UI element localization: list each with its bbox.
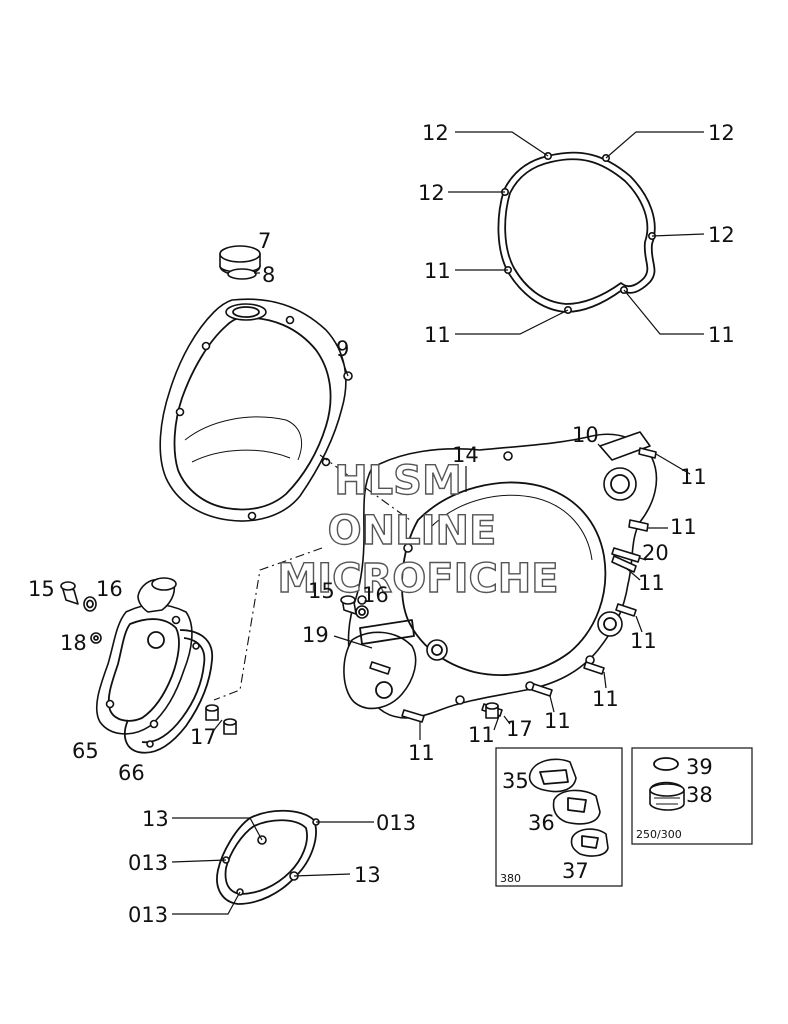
callout-39: 39 (686, 755, 713, 779)
callout-8: 8 (262, 263, 275, 287)
callout-013-b: 013 (128, 851, 168, 875)
callout-11-c: 11 (708, 323, 735, 347)
callout-11-d: 11 (680, 465, 707, 489)
callout-14: 14 (452, 443, 479, 467)
callout-11-i: 11 (544, 709, 571, 733)
callout-11-a: 11 (424, 259, 451, 283)
dowel-pins (205, 702, 499, 735)
drain-screw-left (60, 581, 102, 644)
callout-16-b: 16 (362, 583, 389, 607)
callout-37: 37 (562, 859, 589, 883)
leader-lines (171, 131, 705, 915)
callout-17-a: 17 (190, 725, 217, 749)
callout-17-b: 17 (506, 717, 533, 741)
callout-9: 9 (336, 337, 349, 361)
callout-20: 20 (642, 541, 669, 565)
callout-11-g: 11 (630, 629, 657, 653)
callout-38: 38 (686, 783, 713, 807)
watermark-line-3: MICROFICHE (277, 556, 558, 602)
callout-013-c: 013 (128, 903, 168, 927)
callout-12-b: 12 (708, 121, 735, 145)
callout-16-a: 16 (96, 577, 123, 601)
water-pump-gasket (123, 629, 213, 754)
callout-labels: 12 12 12 12 11 11 11 7 8 9 14 10 11 11 2… (28, 121, 735, 927)
callout-12-d: 12 (708, 223, 735, 247)
callout-11-f: 11 (638, 571, 665, 595)
callout-11-e: 11 (670, 515, 697, 539)
callout-013-a: 013 (376, 811, 416, 835)
callout-35: 35 (502, 769, 529, 793)
callout-11-j: 11 (468, 723, 495, 747)
assembly-line-2 (213, 547, 323, 701)
callout-15-a: 15 (28, 577, 55, 601)
callout-15-b: 15 (308, 579, 335, 603)
callout-12-c: 12 (418, 181, 445, 205)
oil-filler-plug (219, 245, 261, 280)
callout-18: 18 (60, 631, 87, 655)
clutch-cover-gasket (497, 151, 656, 314)
callout-66: 66 (118, 761, 145, 785)
callout-36: 36 (528, 811, 555, 835)
callout-65: 65 (72, 739, 99, 763)
callout-10: 10 (572, 423, 599, 447)
drain-screw-right (340, 595, 369, 619)
clutch-cover (159, 298, 353, 522)
callout-13-a: 13 (142, 807, 169, 831)
inset-box-250-300 (631, 747, 753, 845)
watermark-line-1: HLSM (334, 458, 462, 504)
watermark: HLSM ONLINE MICROFICHE (277, 457, 560, 602)
watermark-line-2: ONLINE (328, 508, 497, 554)
callout-13-b: 13 (354, 863, 381, 887)
callout-11-b: 11 (424, 323, 451, 347)
callout-7: 7 (258, 229, 271, 253)
crankcase-cover (343, 431, 658, 719)
inset-box-380 (495, 747, 623, 887)
water-pump-lower-gasket (216, 809, 320, 905)
callout-11-k: 11 (408, 741, 435, 765)
inset-caption-250-300: 250/300 (636, 828, 682, 841)
inset-caption-380: 380 (500, 872, 521, 885)
callout-12-a: 12 (422, 121, 449, 145)
water-pump-cover (95, 577, 193, 735)
callout-19: 19 (302, 623, 329, 647)
callout-11-h: 11 (592, 687, 619, 711)
